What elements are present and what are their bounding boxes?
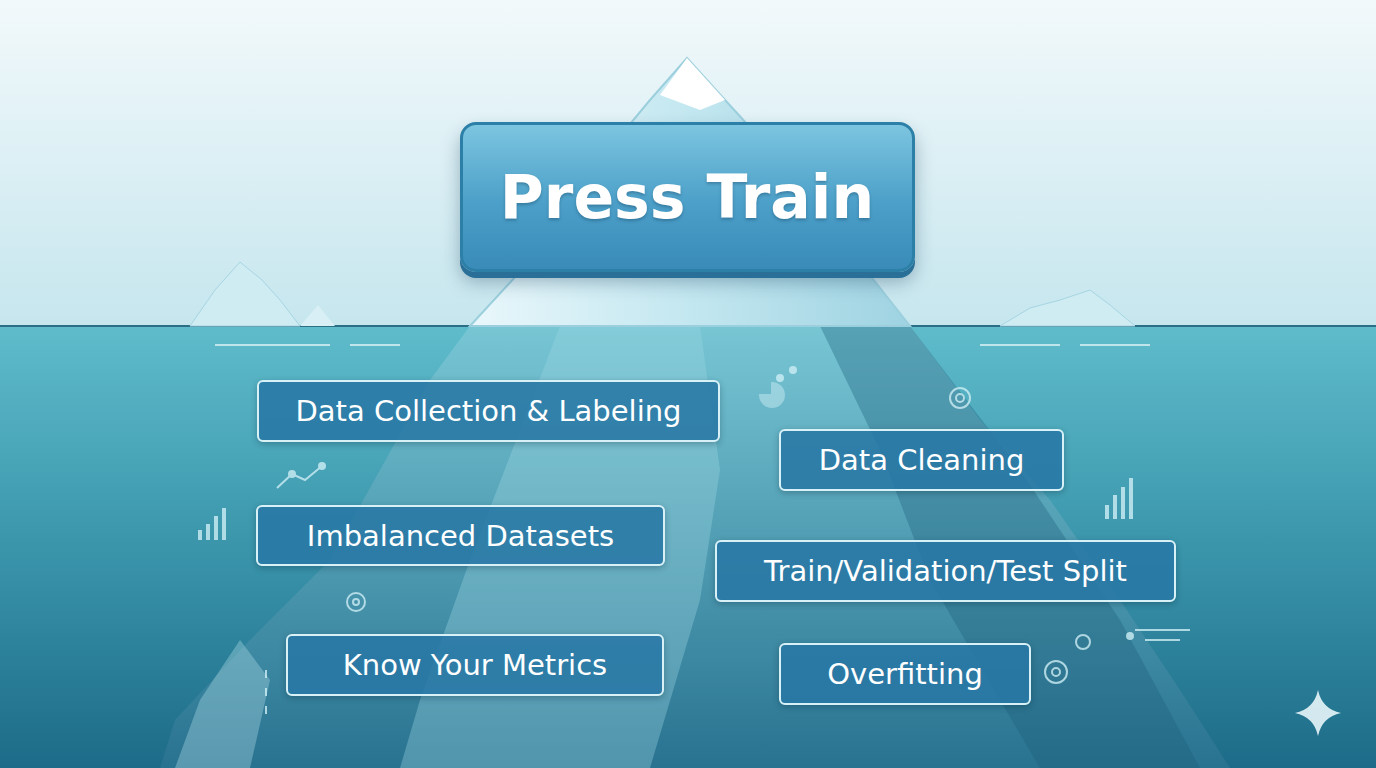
train-button: Press Train: [460, 122, 915, 272]
step-box: Train/Validation/Test Split: [715, 540, 1176, 602]
step-label: Know Your Metrics: [343, 648, 607, 682]
step-label: Data Collection & Labeling: [295, 394, 681, 428]
step-label: Imbalanced Datasets: [307, 519, 614, 553]
step-box: Imbalanced Datasets: [256, 505, 665, 566]
step-label: Data Cleaning: [819, 443, 1025, 477]
step-box: Overfitting: [779, 643, 1031, 705]
small-iceberg: [190, 262, 300, 326]
step-box: Data Cleaning: [779, 429, 1064, 491]
sky: [0, 0, 1376, 326]
sea: [0, 326, 1376, 768]
button-label: Press Train: [500, 162, 874, 232]
step-box: Data Collection & Labeling: [257, 380, 720, 442]
iceberg-tip: [470, 58, 910, 326]
ripples: [215, 344, 1150, 346]
iceberg-underwater: [160, 326, 1230, 768]
sparkle-mark: [1295, 690, 1341, 736]
ice-highlight: [660, 58, 725, 110]
step-box: Know Your Metrics: [286, 634, 664, 696]
step-label: Overfitting: [827, 657, 983, 691]
small-iceberg: [300, 305, 335, 326]
ice-facet: [175, 640, 270, 768]
step-label: Train/Validation/Test Split: [764, 554, 1127, 588]
small-iceberg: [1000, 290, 1135, 326]
decor-icons: [266, 367, 1190, 714]
